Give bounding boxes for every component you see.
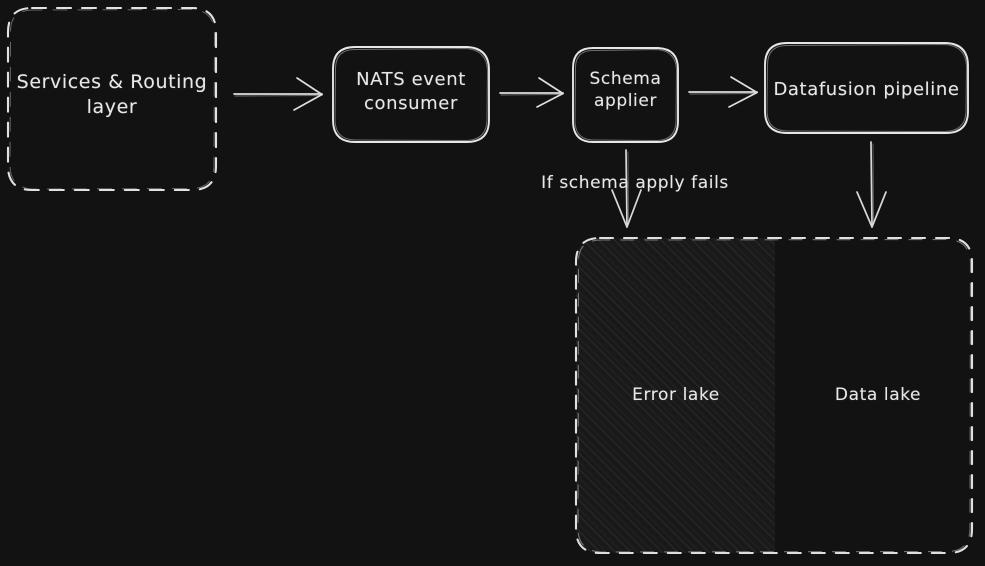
services-box-border [6, 6, 218, 192]
node-datafusion-pipeline[interactable] [764, 42, 969, 134]
node-schema-applier[interactable] [572, 47, 679, 143]
schema-box-border-sketch [574, 48, 678, 142]
edge-schema-to-error-lake [611, 149, 642, 228]
lakes-dashed-border [574, 236, 974, 555]
nats-box-border [332, 46, 490, 143]
nats-box-border-sketch [334, 47, 489, 142]
edge-datafusion-to-data-lake [856, 141, 887, 228]
node-services-routing-layer[interactable] [6, 6, 218, 192]
lakes-container [574, 236, 974, 555]
services-box-border-sketch [9, 8, 216, 190]
edge-services-to-nats [233, 77, 323, 111]
datafusion-box-border-sketch [766, 43, 968, 133]
schema-box-border [572, 47, 679, 143]
datafusion-box-border [764, 42, 969, 134]
edge-schema-to-datafusion [688, 76, 758, 108]
lakes-dashed-border-sketch [577, 238, 972, 553]
node-nats-event-consumer[interactable] [332, 46, 490, 143]
error-lake-hatch-fill [576, 238, 775, 553]
edge-nats-to-schema [499, 77, 564, 108]
